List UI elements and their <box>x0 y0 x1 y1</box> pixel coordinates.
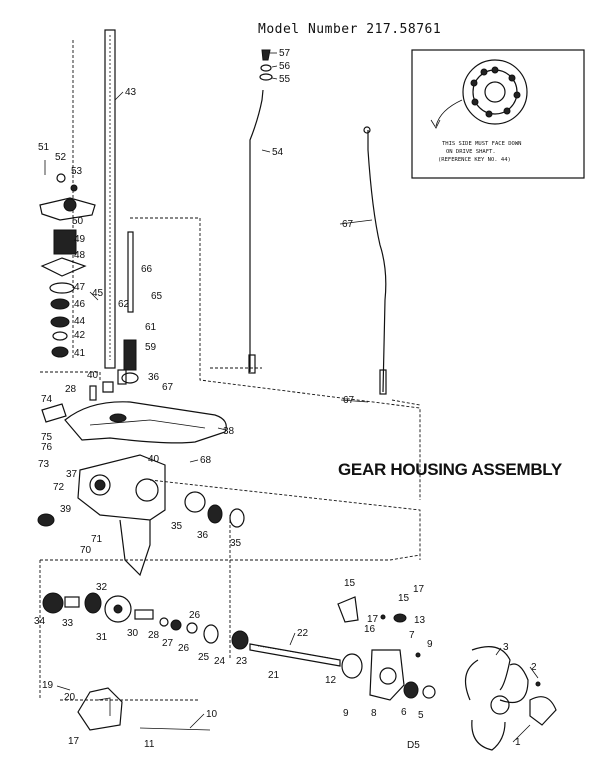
model-number: Model Number 217.58761 <box>258 22 441 37</box>
part-label: 32 <box>96 582 108 593</box>
part-label: 9 <box>427 639 433 650</box>
part-label: 70 <box>80 545 92 556</box>
part-label: 24 <box>214 656 226 667</box>
part-label: 73 <box>38 459 50 470</box>
part-label: 43 <box>125 87 137 98</box>
part-label: 15 <box>398 593 410 604</box>
part-label: 1 <box>515 737 521 748</box>
part-label: 8 <box>371 708 377 719</box>
part-label: 30 <box>127 628 139 639</box>
part-label: 10 <box>206 709 218 720</box>
part-label: 16 <box>364 624 376 635</box>
part-label: 13 <box>414 615 426 626</box>
part-label: 45 <box>92 288 104 299</box>
bearing-inset: THIS SIDE MUST FACE DOWN ON DRIVE SHAFT.… <box>411 49 585 179</box>
part-label: 28 <box>148 630 160 641</box>
part-label: 12 <box>325 675 337 686</box>
part-label: 31 <box>96 632 108 643</box>
part-label: 7 <box>409 630 415 641</box>
part-label: 21 <box>268 670 280 681</box>
inset-note-line-1: THIS SIDE MUST FACE DOWN <box>442 141 521 147</box>
part-label: 49 <box>74 234 86 245</box>
drive-shaft <box>102 29 116 393</box>
part-label: 23 <box>236 656 248 667</box>
part-label: 25 <box>198 652 210 663</box>
part-label: 57 <box>279 48 291 59</box>
shift-rods <box>248 49 387 395</box>
part-label: 27 <box>162 638 174 649</box>
part-label: 20 <box>64 692 76 703</box>
part-label: 74 <box>41 394 53 405</box>
part-label: 3 <box>503 642 509 653</box>
shift-components <box>117 231 139 385</box>
part-label: 67 <box>342 219 354 230</box>
propeller-shaft-assembly <box>42 592 436 701</box>
section-title: GEAR HOUSING ASSEMBLY <box>338 460 563 479</box>
part-label: 56 <box>279 61 291 72</box>
propeller <box>464 646 557 751</box>
inset-note-line-2: ON DRIVE SHAFT. <box>446 149 496 155</box>
part-label: 75 <box>41 432 53 443</box>
part-label: 41 <box>74 348 86 359</box>
part-label: 33 <box>62 618 74 629</box>
gear-housing <box>37 454 245 577</box>
part-label: 66 <box>141 264 153 275</box>
part-label: 40 <box>148 454 160 465</box>
part-label: 36 <box>148 372 160 383</box>
part-label: 22 <box>297 628 309 639</box>
part-label: 59 <box>145 342 157 353</box>
part-labels: 57 56 55 43 54 51 52 53 67 50 49 48 66 4… <box>34 48 537 750</box>
part-label: 44 <box>74 316 86 327</box>
part-label: 17 <box>68 736 80 747</box>
tilt-bracket <box>337 596 421 658</box>
part-label: 17 <box>413 584 425 595</box>
part-label: 28 <box>65 384 77 395</box>
part-label: 35 <box>230 538 242 549</box>
part-label: 5 <box>418 710 424 721</box>
part-label: 46 <box>74 299 86 310</box>
leader-lines <box>56 52 539 743</box>
part-label: 71 <box>91 534 103 545</box>
part-label: 42 <box>74 330 86 341</box>
part-label: 55 <box>279 74 291 85</box>
part-label: 72 <box>53 482 65 493</box>
part-label: 37 <box>66 469 78 480</box>
part-label: 6 <box>401 707 407 718</box>
part-label: 40 <box>87 370 99 381</box>
part-label: 51 <box>38 142 50 153</box>
part-label: 65 <box>151 291 163 302</box>
part-label: 34 <box>34 616 46 627</box>
part-label: 9 <box>343 708 349 719</box>
part-label: 54 <box>272 147 284 158</box>
part-label: 17 <box>367 614 379 625</box>
bearing-icon <box>430 59 528 129</box>
part-label: 68 <box>200 455 212 466</box>
inset-note-line-3: (REFERENCE KEY NO. 44) <box>438 157 511 163</box>
part-label: 11 <box>144 739 155 750</box>
water-pump-stack <box>39 160 96 358</box>
part-label: 76 <box>41 442 53 453</box>
page-code: D5 <box>407 740 420 751</box>
part-label: 53 <box>71 166 83 177</box>
part-label: 67 <box>162 382 174 393</box>
part-label: 19 <box>42 680 54 691</box>
part-label: 2 <box>531 662 537 673</box>
part-label: 39 <box>60 504 72 515</box>
part-label: 50 <box>72 216 84 227</box>
part-label: 47 <box>74 282 86 293</box>
upper-housing <box>41 385 227 444</box>
part-label: 36 <box>197 530 209 541</box>
part-label: 38 <box>223 426 235 437</box>
part-label: 48 <box>74 250 86 261</box>
part-label: 26 <box>178 643 190 654</box>
part-label: 26 <box>189 610 201 621</box>
skeg <box>77 687 211 731</box>
part-label: 35 <box>171 521 183 532</box>
part-label: 52 <box>55 152 67 163</box>
part-label: 61 <box>145 322 157 333</box>
part-label: 15 <box>344 578 356 589</box>
part-label: 62 <box>118 299 130 310</box>
